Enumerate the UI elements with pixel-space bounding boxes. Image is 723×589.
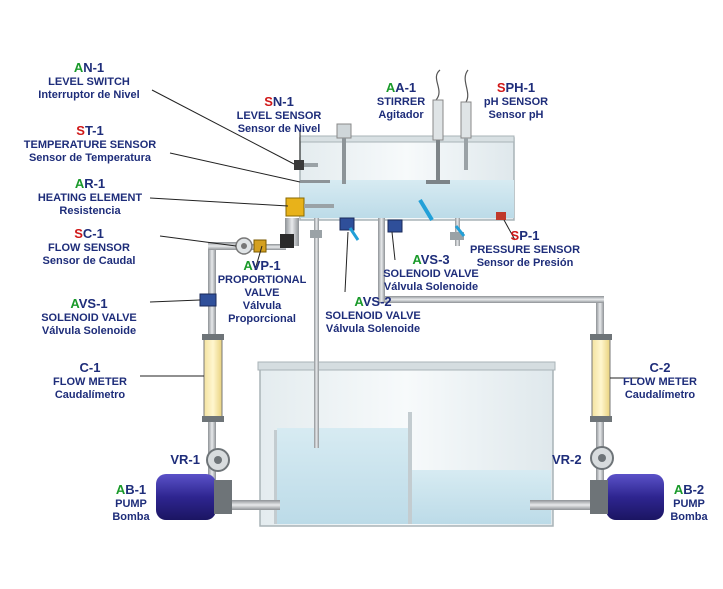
- level-switch: [294, 160, 318, 170]
- heating-element: [285, 197, 334, 217]
- ph-sensor: [460, 69, 472, 170]
- flow-meter-c1: [202, 334, 224, 422]
- leader-lines: [140, 89, 640, 379]
- level-sensor: [336, 123, 352, 184]
- stirrer: [426, 69, 450, 184]
- flow-sensor: [235, 234, 294, 255]
- pump-ab1: [156, 474, 232, 520]
- lower-tank: [257, 361, 556, 527]
- valve-vr2: [590, 446, 614, 470]
- pressure-sensor: [496, 212, 506, 220]
- pump-ab2: [590, 474, 664, 520]
- label-vr1: VR-1: [170, 452, 200, 467]
- flow-meter-c2: [590, 334, 612, 422]
- temperature-sensor: [300, 180, 330, 183]
- solenoid-valves: [199, 198, 466, 307]
- valve-vr1: [206, 448, 230, 472]
- upper-tank: [299, 135, 515, 221]
- label-vr2: VR-2: [552, 452, 582, 467]
